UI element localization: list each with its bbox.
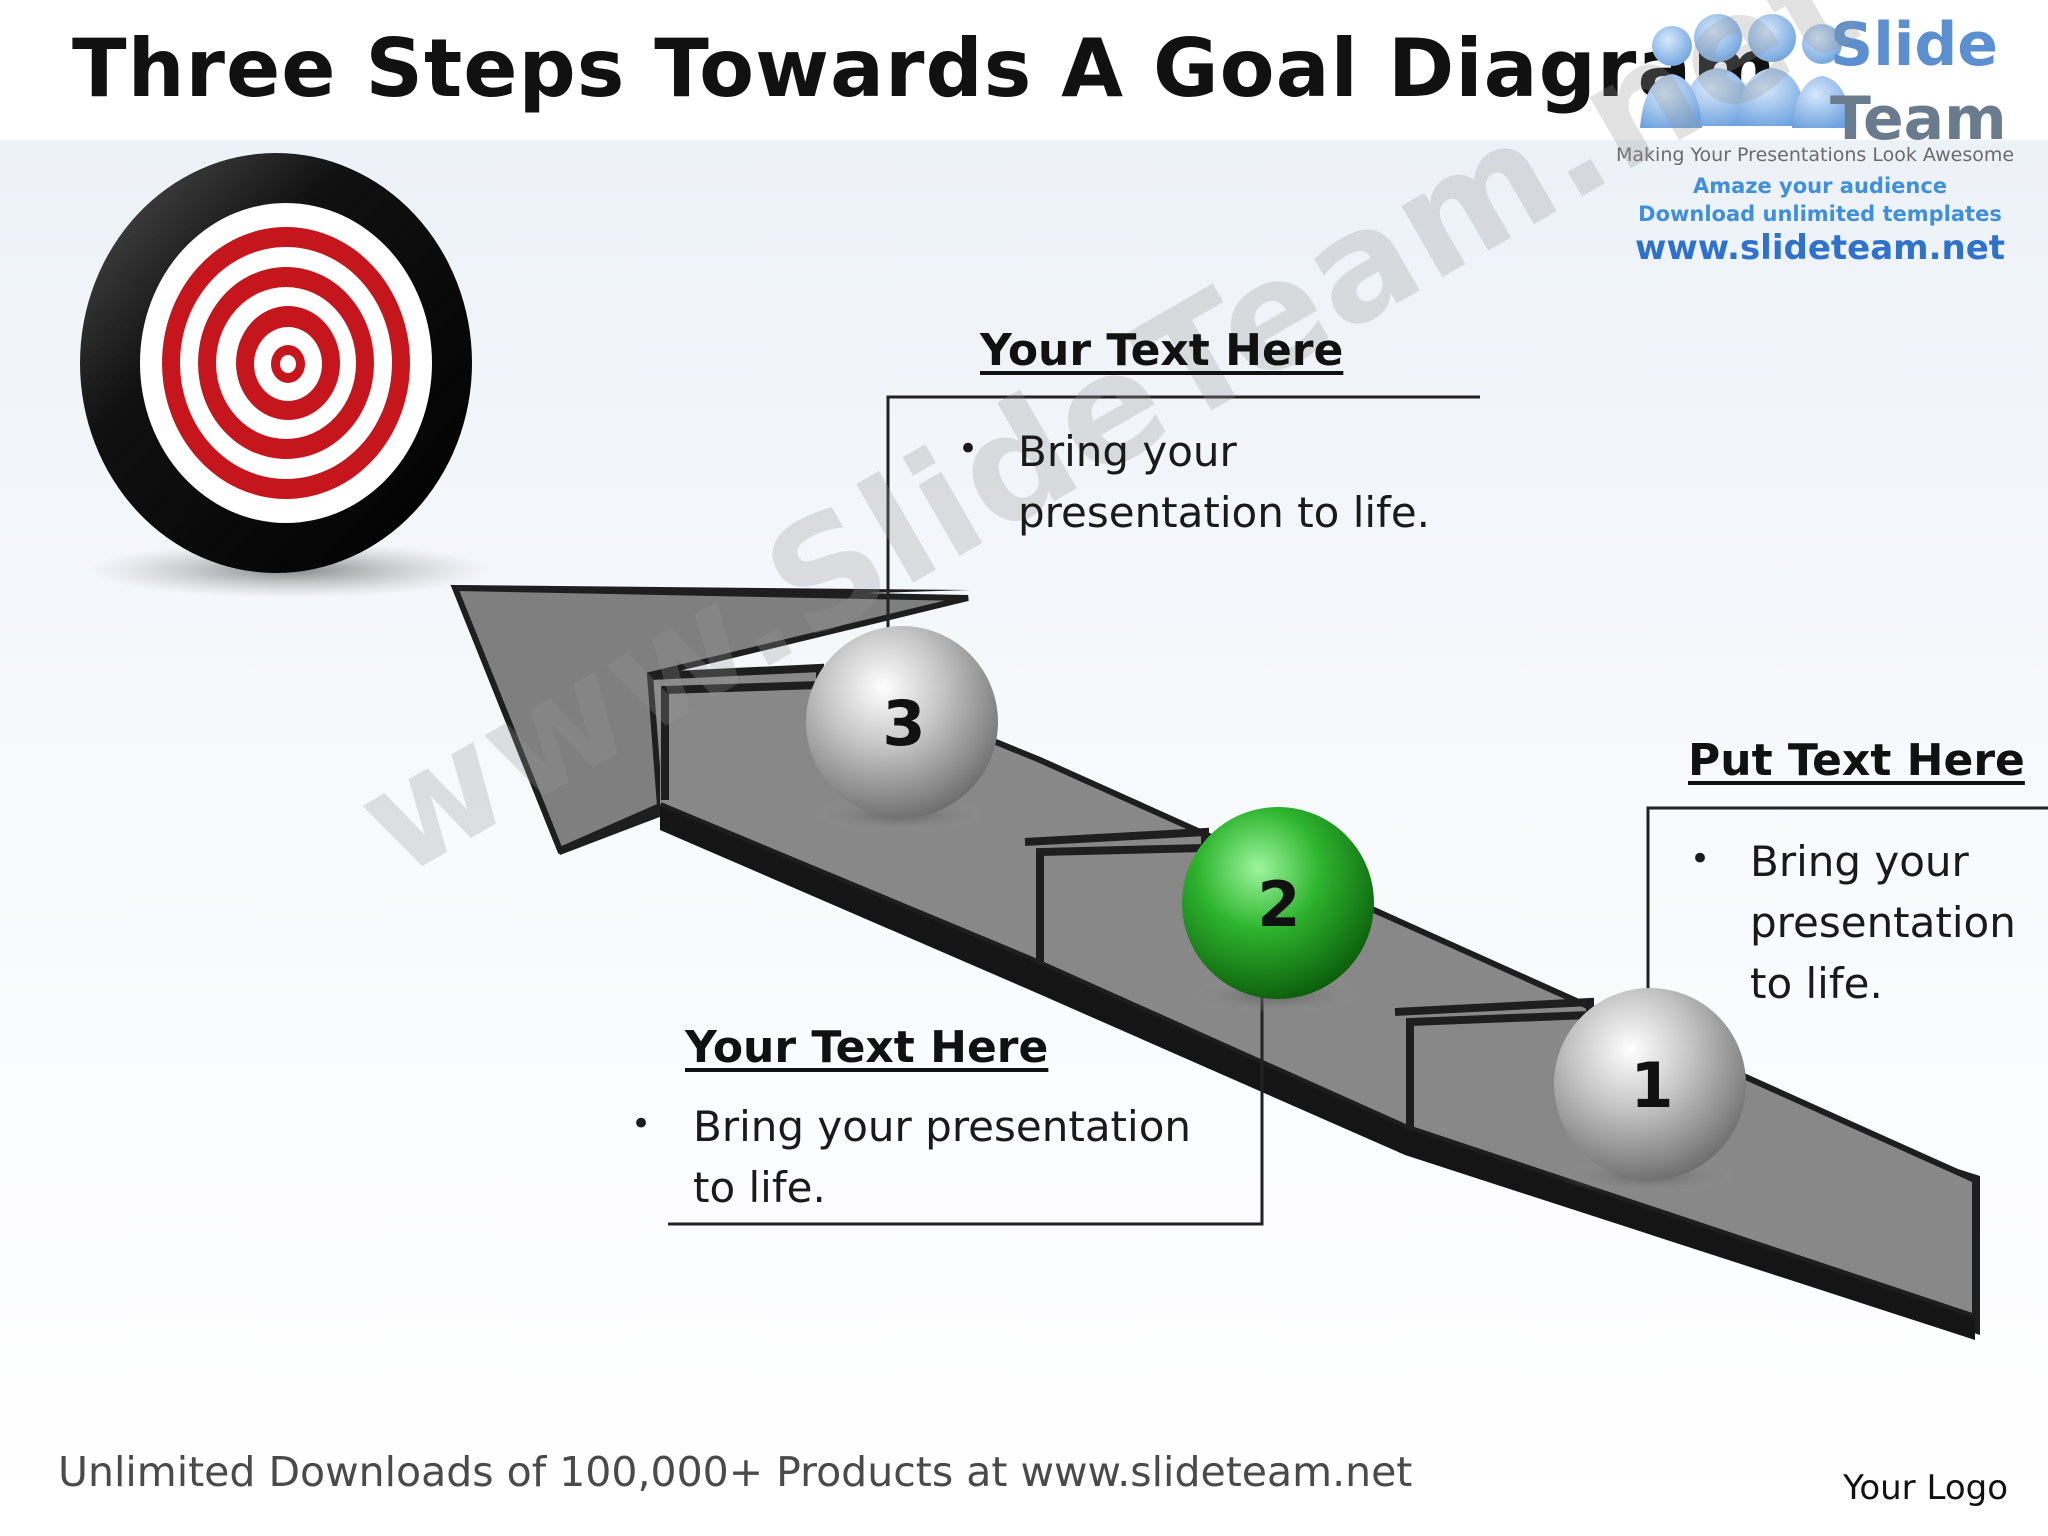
callout-step-1-heading: Put Text Here	[1688, 735, 2025, 786]
step-2-number: 2	[1257, 868, 1300, 941]
callout-step-3-heading: Your Text Here	[980, 325, 1344, 376]
logo-tagline: Making Your Presentations Look Awesome	[1616, 144, 2015, 166]
slideteam-logo: Slide Team Making Your Presentations Loo…	[1610, 6, 2040, 268]
step-1-number: 1	[1630, 1049, 1673, 1122]
callout-step-1-list: Bring your presentation to life.	[1690, 829, 2048, 1014]
callout-step-3-bullet: Bring your presentation to life.	[958, 419, 1438, 543]
logo-brand-slide: Slide	[1830, 10, 1998, 80]
step-2-ball: 2	[1182, 807, 1374, 1014]
footer-promo-text: Unlimited Downloads of 100,000+ Products…	[58, 1448, 1413, 1496]
callout-step-2-bullet: Bring your presentation to life.	[631, 1094, 1213, 1218]
logo-promo-amaze: Amaze your audience	[1692, 174, 1948, 198]
callout-step-3-list: Bring your presentation to life.	[958, 419, 1438, 543]
step-1-ball: 1	[1554, 988, 1746, 1194]
step-3-number: 3	[882, 687, 925, 760]
callout-connectors	[668, 395, 2048, 1226]
logo-url: www.slideteam.net	[1634, 228, 2006, 268]
people-logo-icon	[1640, 14, 1852, 128]
target-icon	[80, 153, 490, 598]
logo-promo-download: Download unlimited templates	[1638, 202, 2002, 226]
callout-step-1-bullet: Bring your presentation to life.	[1690, 829, 2048, 1014]
logo-brand-team: Team	[1830, 84, 2007, 154]
callout-step-2-heading: Your Text Here	[685, 1022, 1049, 1073]
step-3-ball: 3	[806, 626, 998, 833]
page-title: Three Steps Towards A Goal Diagram	[72, 22, 1777, 115]
callout-step-2-list: Bring your presentation to life.	[631, 1094, 1213, 1218]
footer-logo-placeholder: Your Logo	[1843, 1468, 2008, 1508]
